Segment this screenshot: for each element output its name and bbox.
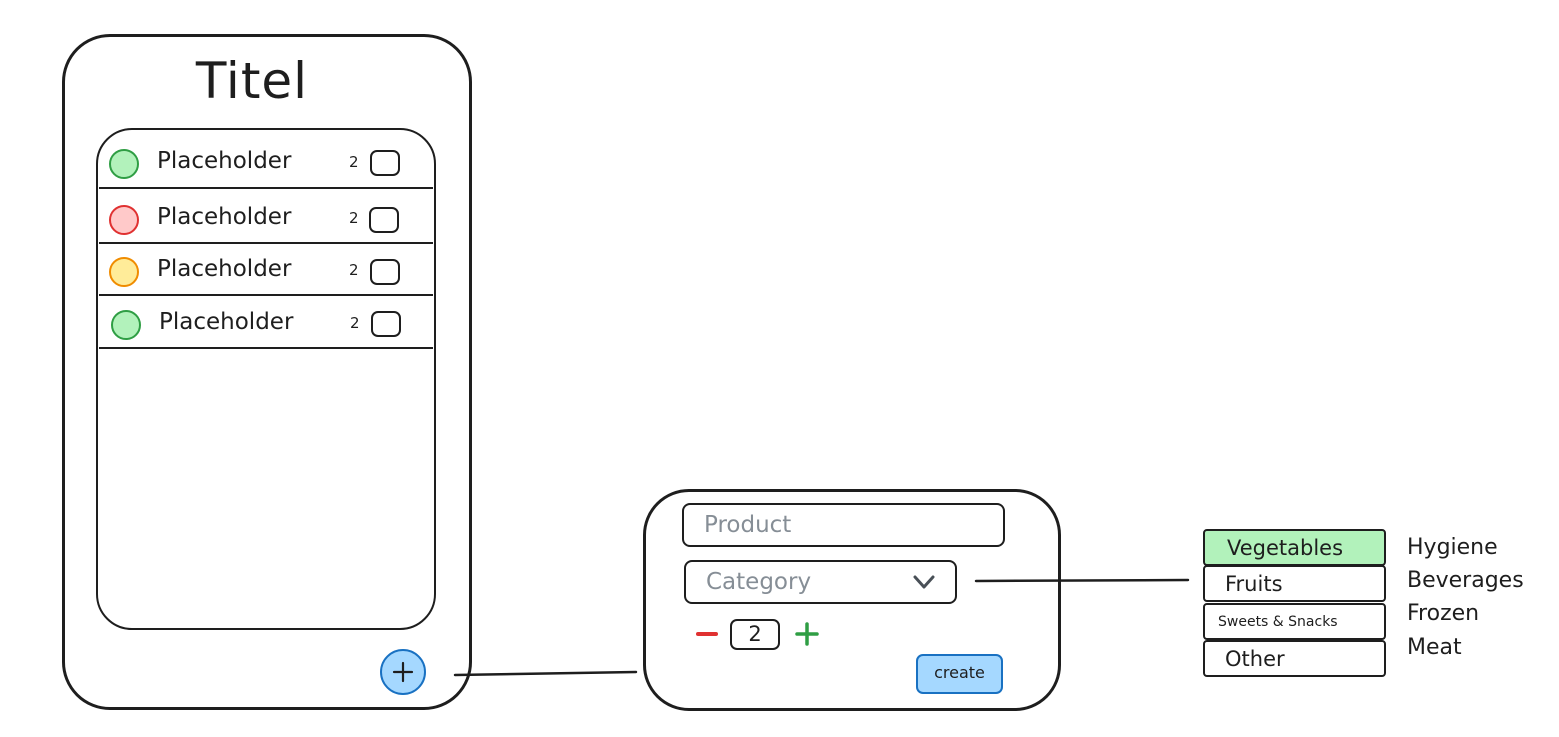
page-title: Titel <box>195 52 309 110</box>
list-item-checkbox[interactable] <box>370 259 400 285</box>
list-item-label: Placeholder <box>157 256 292 282</box>
list-item-label: Placeholder <box>159 309 294 335</box>
list-item-label: Placeholder <box>157 148 292 174</box>
phone-frame <box>62 34 472 710</box>
product-input[interactable]: Product <box>682 503 1005 547</box>
list-item-qty: 2 <box>350 314 360 332</box>
category-select-placeholder: Category <box>706 569 812 595</box>
category-select[interactable]: Category <box>684 560 957 604</box>
category-option-label: Other <box>1225 646 1285 671</box>
row-divider <box>99 187 433 189</box>
create-product-dialog <box>643 489 1061 711</box>
row-divider <box>99 242 433 244</box>
list-item-qty: 2 <box>349 153 359 171</box>
category-option-label: Fruits <box>1225 571 1283 596</box>
product-input-placeholder: Product <box>704 512 792 538</box>
row-divider <box>99 347 433 349</box>
item-list <box>96 128 436 630</box>
category-option-vegetables[interactable]: Vegetables <box>1203 529 1386 566</box>
category-option-fruits[interactable]: Fruits <box>1203 565 1386 602</box>
list-item-qty: 2 <box>349 209 359 227</box>
fab-to-form-connector <box>453 670 638 677</box>
extra-category-meat: Meat <box>1407 635 1462 660</box>
category-to-list-connector <box>974 578 1190 583</box>
status-dot-icon <box>109 205 139 235</box>
plus-icon <box>392 661 414 683</box>
extra-category-hygiene: Hygiene <box>1407 535 1498 560</box>
add-item-button[interactable] <box>380 649 426 695</box>
list-item-qty: 2 <box>349 261 359 279</box>
row-divider <box>99 294 433 296</box>
category-option-sweets-snacks[interactable]: Sweets & Snacks <box>1203 603 1386 640</box>
status-dot-icon <box>109 257 139 287</box>
category-option-other[interactable]: Other <box>1203 640 1386 677</box>
status-dot-icon <box>111 310 141 340</box>
extra-category-frozen: Frozen <box>1407 601 1480 626</box>
create-button[interactable]: create <box>916 654 1003 694</box>
category-option-label: Sweets & Snacks <box>1218 613 1338 630</box>
category-option-label: Vegetables <box>1227 535 1344 560</box>
list-item-checkbox[interactable] <box>369 207 399 233</box>
status-dot-icon <box>109 149 139 179</box>
increment-button[interactable] <box>795 622 819 646</box>
list-item-checkbox[interactable] <box>371 311 401 337</box>
list-item-label: Placeholder <box>157 204 292 230</box>
extra-category-beverages: Beverages <box>1407 568 1524 593</box>
chevron-down-icon <box>913 575 935 589</box>
quantity-field[interactable]: 2 <box>730 619 780 650</box>
list-item-checkbox[interactable] <box>370 150 400 176</box>
decrement-button[interactable] <box>696 627 718 641</box>
